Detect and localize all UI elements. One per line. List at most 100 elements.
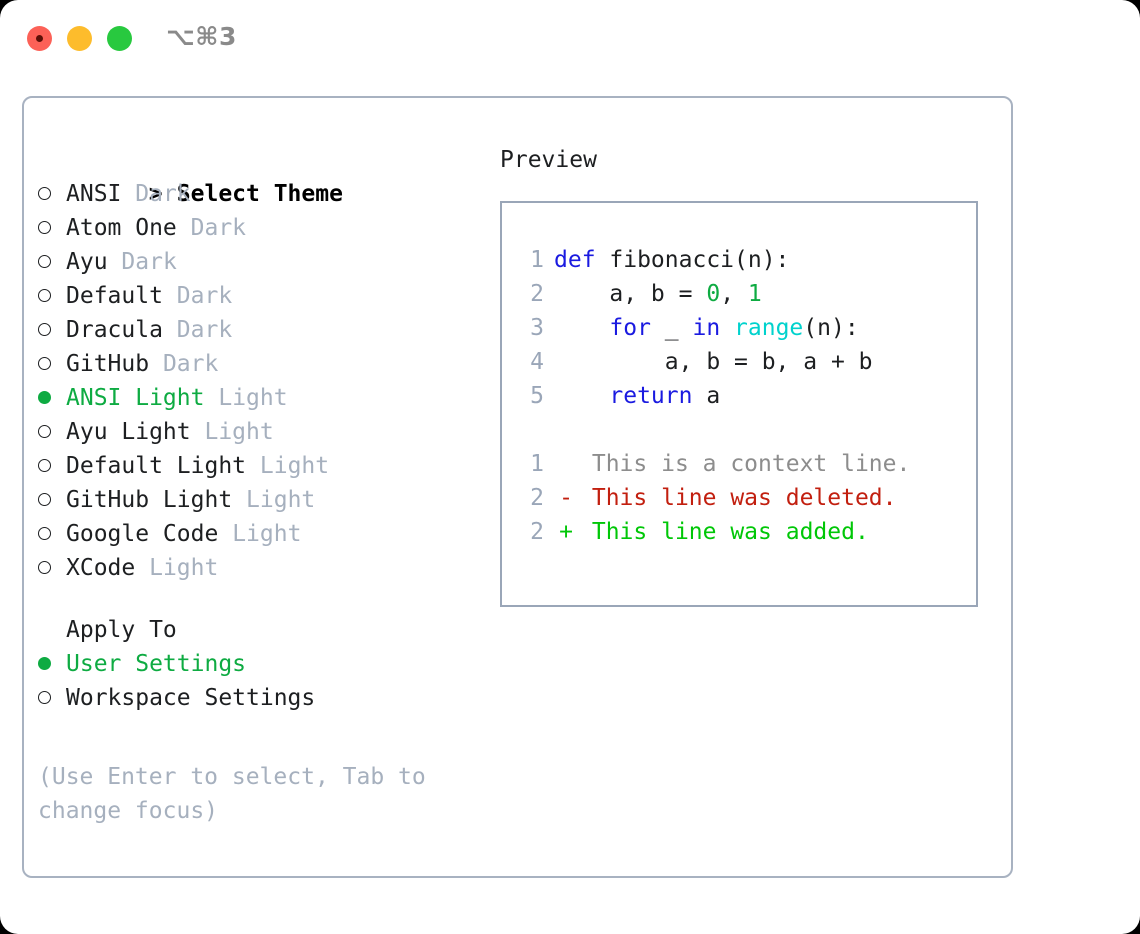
- bullet-glyph: [38, 221, 51, 234]
- theme-name: Default: [66, 283, 163, 309]
- theme-variant: Dark: [135, 181, 191, 207]
- theme-variant: Dark: [121, 249, 177, 275]
- code-line-number: 1: [530, 247, 544, 273]
- theme-variant: Light: [218, 385, 288, 411]
- radio-unselected-icon: [38, 347, 66, 381]
- theme-variant: Light: [246, 487, 316, 513]
- radio-unselected-icon: [38, 415, 66, 449]
- diff-marker: [554, 447, 578, 481]
- radio-unselected-icon: [38, 211, 66, 245]
- theme-list-item[interactable]: Dracula Dark: [38, 313, 478, 347]
- theme-list-item[interactable]: Default Light Light: [38, 449, 478, 483]
- bullet-glyph: [38, 493, 51, 506]
- theme-list-item[interactable]: Google Code Light: [38, 517, 478, 551]
- theme-name: GitHub: [66, 351, 150, 377]
- radio-unselected-icon: [38, 483, 66, 517]
- code-token: _: [650, 315, 693, 341]
- keyboard-hint-text: (Use Enter to select, Tab to change focu…: [38, 764, 440, 824]
- theme-name: Atom One: [66, 215, 177, 241]
- diff-line-number: 2: [530, 485, 544, 511]
- diff-marker: -: [559, 485, 573, 511]
- theme-name: ANSI: [66, 181, 122, 207]
- diff-line-number: 2: [530, 519, 544, 545]
- code-token: a: [692, 383, 721, 409]
- bullet-glyph: [38, 289, 51, 302]
- theme-name: Dracula: [66, 317, 163, 343]
- diff-line: 1 This is a context line.: [502, 447, 976, 481]
- radio-selected-icon: [38, 647, 66, 681]
- theme-list-item[interactable]: Default Dark: [38, 279, 478, 313]
- theme-variant: Light: [259, 453, 330, 479]
- bullet-glyph: [38, 425, 51, 438]
- code-line-number: 5: [530, 383, 544, 409]
- theme-list-item[interactable]: Ayu Dark: [38, 245, 478, 279]
- theme-name: Default Light: [66, 453, 247, 479]
- bullet-glyph: [38, 255, 51, 268]
- cursor-indicator-icon: >: [148, 181, 163, 207]
- apply-to-label: Apply To: [66, 617, 177, 643]
- theme-variant: Dark: [162, 351, 219, 377]
- close-button[interactable]: [27, 26, 52, 51]
- bullet-glyph: [38, 459, 51, 472]
- radio-unselected-icon: [38, 245, 66, 279]
- radio-unselected-icon: [38, 551, 66, 585]
- theme-name: Google Code: [66, 521, 219, 547]
- theme-variant: Dark: [176, 283, 233, 309]
- diff-sample: 1 This is a context line.2- This line wa…: [502, 447, 976, 549]
- radio-unselected-icon: [38, 177, 66, 211]
- code-token: a, b =: [554, 281, 707, 307]
- apply-to-option[interactable]: User Settings: [38, 647, 478, 681]
- bullet-glyph: [38, 391, 51, 404]
- apply-to-option-label: Workspace Settings: [66, 685, 316, 711]
- code-token: (n):: [803, 315, 859, 341]
- section-spacer: [38, 585, 478, 613]
- theme-variant: Dark: [176, 317, 233, 343]
- radio-unselected-icon: [38, 313, 66, 347]
- code-token: [554, 383, 609, 409]
- code-token: [554, 315, 609, 341]
- bullet-glyph: [38, 657, 51, 670]
- diff-text: This line was added.: [591, 519, 869, 545]
- code-diff-spacer: [502, 413, 976, 447]
- code-token: 1: [747, 281, 762, 307]
- maximize-button[interactable]: [107, 26, 132, 51]
- code-token: 0: [706, 281, 721, 307]
- theme-list-item[interactable]: XCode Light: [38, 551, 478, 585]
- theme-list-item[interactable]: ANSI Light Light: [38, 381, 478, 415]
- bullet-glyph: [38, 527, 51, 540]
- code-line: 5 return a: [502, 379, 976, 413]
- code-token: a, b = b, a + b: [554, 349, 873, 375]
- select-theme-label: Select Theme: [176, 181, 343, 207]
- radio-unselected-icon: [38, 517, 66, 551]
- radio-selected-icon: [38, 381, 66, 415]
- bullet-glyph: [38, 691, 51, 704]
- minimize-button[interactable]: [67, 26, 92, 51]
- theme-name: ANSI Light: [66, 385, 205, 411]
- theme-list-item[interactable]: Ayu Light Light: [38, 415, 478, 449]
- apply-to-option[interactable]: Workspace Settings: [38, 681, 478, 715]
- bullet-glyph: [38, 187, 51, 200]
- theme-name: GitHub Light: [66, 487, 233, 513]
- diff-line: 2- This line was deleted.: [502, 481, 976, 515]
- theme-list-item[interactable]: ANSI Dark: [38, 177, 478, 211]
- code-token: in: [692, 315, 721, 341]
- code-line-number: 4: [530, 349, 544, 375]
- theme-list-item[interactable]: GitHub Light Light: [38, 483, 478, 517]
- diff-marker: +: [559, 519, 573, 545]
- title-bar: ⌥⌘3: [0, 0, 1140, 78]
- code-token: fibonacci(n):: [595, 247, 790, 273]
- diff-text: This line was deleted.: [591, 485, 897, 511]
- code-token: for: [609, 315, 651, 341]
- keyboard-shortcut-label: ⌥⌘3: [166, 22, 237, 51]
- theme-variant: Light: [204, 419, 274, 445]
- diff-text: This is a context line.: [591, 451, 911, 477]
- theme-list-item[interactable]: Atom One Dark: [38, 211, 478, 245]
- radio-unselected-icon: [38, 681, 66, 715]
- theme-list-item[interactable]: GitHub Dark: [38, 347, 478, 381]
- radio-unselected-icon: [38, 449, 66, 483]
